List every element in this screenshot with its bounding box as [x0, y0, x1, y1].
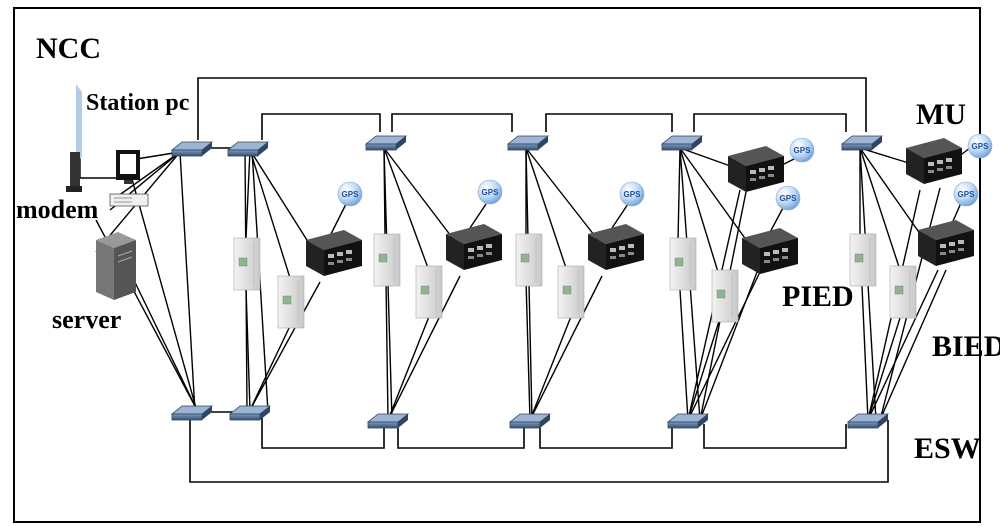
server-icon — [96, 232, 136, 300]
bay-link-1-bottom — [261, 416, 385, 449]
ied-cabinet-icon — [889, 265, 917, 319]
ied-cabinet-icon — [233, 237, 261, 291]
gps-icon — [789, 137, 815, 163]
monitor-icon — [116, 150, 140, 184]
switch-icon — [509, 413, 551, 429]
ied-cabinet-icon — [373, 233, 401, 287]
switch-icon — [667, 413, 709, 429]
label-pied: PIED — [782, 280, 854, 313]
bay-link-3-top — [545, 113, 673, 132]
switch-icon — [227, 141, 269, 157]
bay-link-4-top — [693, 113, 847, 132]
outer-frame — [13, 7, 981, 523]
ied-cabinet-icon — [557, 265, 585, 319]
switch-icon — [229, 405, 271, 421]
bay1-wiring — [245, 149, 347, 411]
switch-icon — [841, 135, 883, 151]
label-esw: ESW — [914, 432, 981, 465]
modem-icon — [66, 84, 82, 192]
merging-unit-icon — [306, 230, 362, 276]
keyboard-icon — [109, 193, 149, 207]
label-server: server — [52, 305, 121, 334]
merging-unit-icon — [446, 224, 502, 270]
bay-link-3-bottom — [539, 424, 673, 449]
switch-icon — [171, 141, 213, 157]
gps-icon — [775, 185, 801, 211]
ied-cabinet-icon — [849, 233, 877, 287]
label-bied: BIED — [932, 330, 1000, 363]
label-ncc: NCC — [36, 32, 101, 65]
ied-cabinet-icon — [415, 265, 443, 319]
gps-icon — [967, 133, 993, 159]
merging-unit-icon — [588, 224, 644, 270]
ied-cabinet-icon — [711, 269, 739, 323]
switch-icon — [365, 135, 407, 151]
outer-ring-bottom — [189, 420, 889, 483]
bay-link-2-top — [391, 113, 513, 132]
outer-ring-top — [197, 77, 867, 140]
merging-unit-icon — [728, 146, 784, 192]
merging-unit-icon — [906, 138, 962, 184]
merging-unit-icon — [742, 228, 798, 274]
ied-cabinet-icon — [515, 233, 543, 287]
bay-link-4-bottom — [703, 424, 847, 449]
gps-icon — [337, 181, 363, 207]
label-modem: modem — [16, 195, 99, 224]
switch-icon — [661, 135, 703, 151]
gps-icon — [477, 179, 503, 205]
label-station-pc: Station pc — [86, 90, 190, 116]
switch-icon — [847, 413, 889, 429]
gps-icon — [619, 181, 645, 207]
ied-cabinet-icon — [669, 237, 697, 291]
switch-icon — [171, 405, 213, 421]
ied-cabinet-icon — [277, 275, 305, 329]
switch-icon — [367, 413, 409, 429]
label-mu: MU — [916, 98, 966, 131]
bay-link-1-top — [261, 113, 381, 140]
merging-unit-icon — [918, 220, 974, 266]
gps-icon — [953, 181, 979, 207]
switch-icon — [507, 135, 549, 151]
bay-link-2-bottom — [397, 424, 525, 449]
